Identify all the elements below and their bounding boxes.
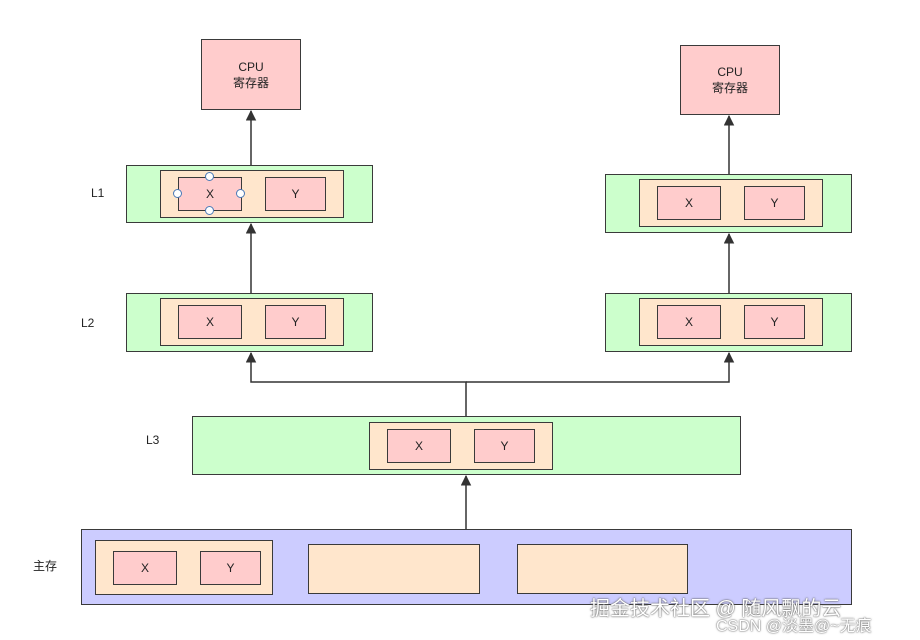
cache-line: X Y — [160, 298, 344, 346]
label-l1: L1 — [91, 186, 105, 200]
cell-x: X — [657, 186, 721, 220]
cache-line: X Y — [639, 179, 823, 227]
cell-y: Y — [744, 305, 805, 339]
cache-l1-right: X Y — [605, 174, 852, 233]
watermark-juejin: 掘金技术社区 @ 随风飘的云 — [590, 598, 842, 620]
cache-l2-right: X Y — [605, 293, 852, 352]
cell-x: X — [387, 429, 451, 463]
cell-y: Y — [200, 551, 261, 585]
cell-y: Y — [744, 186, 805, 220]
cell-y: Y — [474, 429, 535, 463]
cpu-right-label: CPU — [717, 65, 743, 79]
cache-line: X Y — [160, 170, 344, 218]
selection-handle[interactable] — [173, 189, 182, 198]
cell-x: X — [178, 305, 242, 339]
arrow-l3-to-left-l2 — [245, 351, 467, 417]
cell-y: Y — [265, 305, 326, 339]
cell-x: X — [113, 551, 177, 585]
cell-x: X — [657, 305, 721, 339]
selection-handle[interactable] — [205, 206, 214, 215]
cache-l3: X Y — [192, 416, 741, 475]
memory-block — [517, 544, 688, 594]
label-l2: L2 — [81, 316, 95, 330]
cell-y: Y — [265, 177, 326, 211]
cache-l1-left: X Y — [126, 165, 373, 223]
label-l3: L3 — [146, 433, 160, 447]
selection-handle[interactable] — [236, 189, 245, 198]
memory-block — [308, 544, 480, 594]
cache-line: X Y — [639, 298, 823, 346]
cache-line: X Y — [369, 422, 553, 470]
selection-handle[interactable] — [205, 172, 214, 181]
cpu-right-register-label: 寄存器 — [711, 81, 748, 95]
watermark-csdn: CSDN @淡墨@~无痕 — [716, 618, 872, 635]
cpu-register-right: CPU 寄存器 — [680, 45, 780, 115]
cpu-left-register-label: 寄存器 — [232, 75, 269, 90]
cpu-left-label: CPU — [238, 59, 264, 74]
cache-l2-left: X Y — [126, 293, 373, 352]
arrow-l3-to-right-l2 — [466, 351, 735, 383]
cpu-register-left: CPU 寄存器 — [201, 39, 301, 110]
memory-block: X Y — [95, 540, 273, 595]
label-main-memory: 主存 — [33, 559, 58, 573]
main-memory: X Y — [81, 529, 852, 605]
